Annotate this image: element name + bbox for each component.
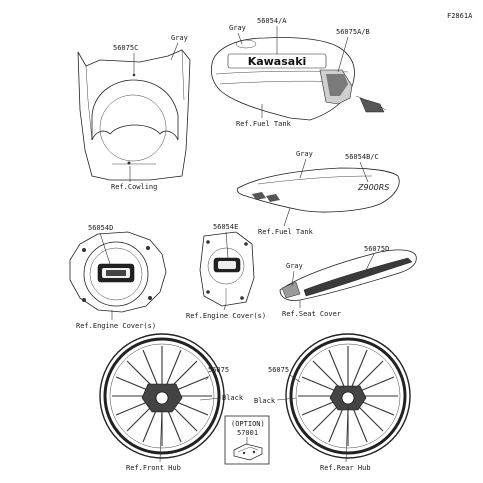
rear-rim-outer: [285, 333, 411, 459]
engine-cover-left-assembly: [69, 231, 167, 313]
label-56075AB: 56075A/B: [336, 28, 370, 36]
label-56075-rear: 56075: [268, 366, 289, 374]
front-rim-decal-56075: [103, 337, 221, 455]
label-56054E: 56054E: [213, 223, 238, 231]
label-gray-side: Gray: [296, 150, 313, 158]
front-rim-outer: [99, 333, 225, 459]
label-57001: 57001: [237, 429, 258, 437]
side-model-decal-56054BC: Z900RS: [357, 183, 389, 192]
rear-rim-decal-56075: [289, 337, 407, 455]
fuel-tank-assembly: Kawasaki: [211, 37, 387, 121]
label-black-rear: Black: [254, 397, 276, 405]
label-ref-engine-cover-2: Ref.Engine Cover(s): [186, 312, 266, 320]
fuel-tank-outline: [211, 37, 355, 121]
label-56075C: 56075C: [113, 44, 138, 52]
rear-hub: [341, 391, 355, 405]
front-wheel-assembly: [99, 333, 225, 459]
label-56075D: 56075D: [364, 245, 389, 253]
engine-cover-left-outline: [69, 231, 167, 313]
side-cover-assembly: Z900RS: [236, 167, 400, 213]
label-ref-cowling: Ref.Cowling: [111, 183, 157, 191]
engine-cover-ring: [83, 241, 149, 307]
front-hub: [155, 391, 169, 405]
label-ref-fuel-tank-1: Ref.Fuel Tank: [236, 120, 292, 128]
side-cover-outline: [236, 167, 400, 213]
cowling-decal-56075C: [91, 79, 179, 141]
engine-cover-small-assembly: [199, 231, 255, 307]
seat-cover-assembly: [279, 249, 417, 301]
option-part-57001: [233, 443, 263, 461]
tank-brand-text: Kawasaki: [248, 55, 307, 68]
cowling-assembly: [77, 49, 191, 181]
option-box: (OPTION) 57001: [224, 415, 270, 465]
label-ref-seat-cover: Ref.Seat Cover: [282, 310, 341, 318]
label-ref-fuel-tank-2: Ref.Fuel Tank: [258, 228, 314, 236]
label-56054A: 56054/A: [257, 17, 287, 25]
label-56054D: 56054D: [88, 224, 113, 232]
label-ref-front-hub: Ref.Front Hub: [126, 464, 181, 472]
label-gray-seat: Gray: [286, 262, 303, 270]
engine-cover-small-outline: [199, 231, 255, 307]
rear-wheel-assembly: [285, 333, 411, 459]
label-gray-tank: Gray: [229, 24, 246, 32]
label-ref-rear-hub: Ref.Rear Hub: [320, 464, 371, 472]
headlight-opening: [99, 94, 167, 162]
seat-cover-decal-56075D: [303, 257, 413, 297]
label-gray-cowling: Gray: [171, 34, 188, 42]
figure-id: F2861A: [447, 12, 473, 20]
label-ref-engine-cover-1: Ref.Engine Cover(s): [76, 322, 156, 330]
label-option: (OPTION): [231, 420, 265, 428]
fuel-cap: [235, 39, 257, 49]
label-56075-front: 56075: [208, 366, 229, 374]
label-black-front: Black: [222, 394, 244, 402]
cowling-outline: [77, 49, 191, 181]
label-56054BC: 56054B/C: [345, 153, 379, 161]
